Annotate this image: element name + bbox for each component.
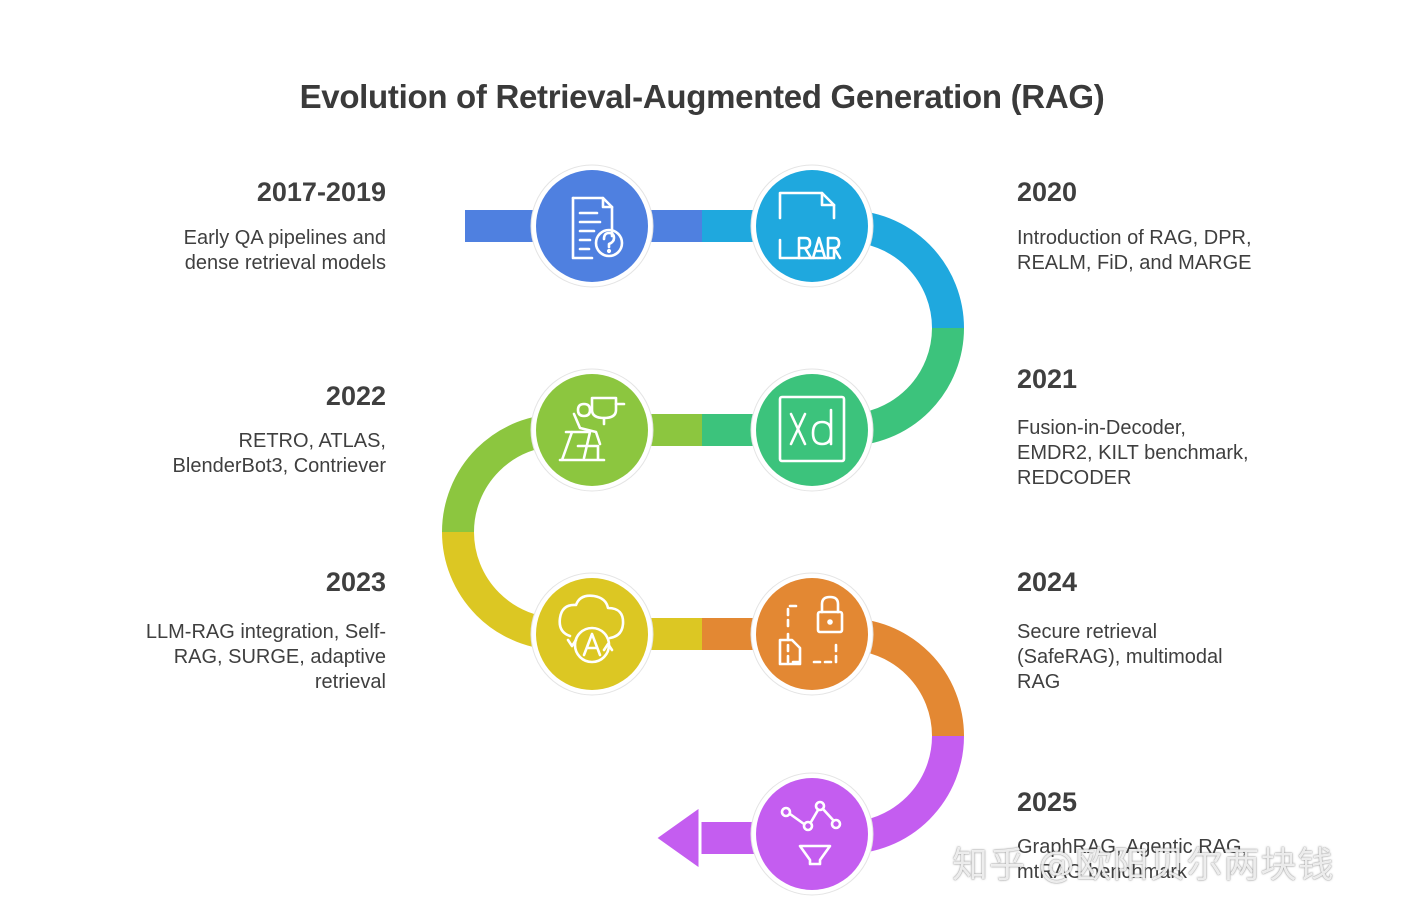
milestone-desc-2020: Introduction of RAG, DPR,REALM, FiD, and…: [1017, 227, 1252, 274]
xd-icon: [778, 395, 846, 463]
secure-file-icon: [778, 595, 844, 666]
milestone-desc-2022: RETRO, ATLAS,BlenderBot3, Contriever: [172, 430, 386, 477]
network-funnel-icon: [780, 800, 842, 866]
milestone-year-2025: 2025: [1017, 787, 1078, 817]
document-question-icon: [571, 196, 624, 260]
rar-file-icon: [778, 191, 842, 260]
milestone-year-2023: 2023: [325, 567, 386, 597]
watermark: 知乎 @欧阳贝尔两块钱: [952, 845, 1335, 886]
milestone-year-2020: 2020: [1017, 177, 1078, 207]
node-2020: [756, 170, 868, 282]
milestone-desc-2025: GraphRAG, Agentic RAG,mtRAG benchmark: [1017, 836, 1248, 883]
milestone-desc-2023: LLM-RAG integration, Self-RAG, SURGE, ad…: [145, 621, 386, 693]
timeline-arrow-head: [653, 804, 702, 872]
milestone-year-2021: 2021: [1017, 364, 1078, 394]
worker-at-desk-icon: [558, 396, 626, 462]
cloud-sync-icon: [558, 594, 625, 664]
milestone-desc-2021: Fusion-in-Decoder,EMDR2, KILT benchmark,…: [1017, 417, 1249, 489]
node-2025: [756, 778, 868, 890]
milestone-year-2022: 2022: [325, 381, 386, 411]
milestone-year-2024: 2024: [1017, 567, 1078, 597]
page-title: Evolution of Retrieval-Augmented Generat…: [299, 78, 1105, 115]
node-2024: [756, 578, 868, 690]
node-2017-2019: [536, 170, 648, 282]
milestone-year-2017-2019: 2017-2019: [256, 177, 386, 207]
